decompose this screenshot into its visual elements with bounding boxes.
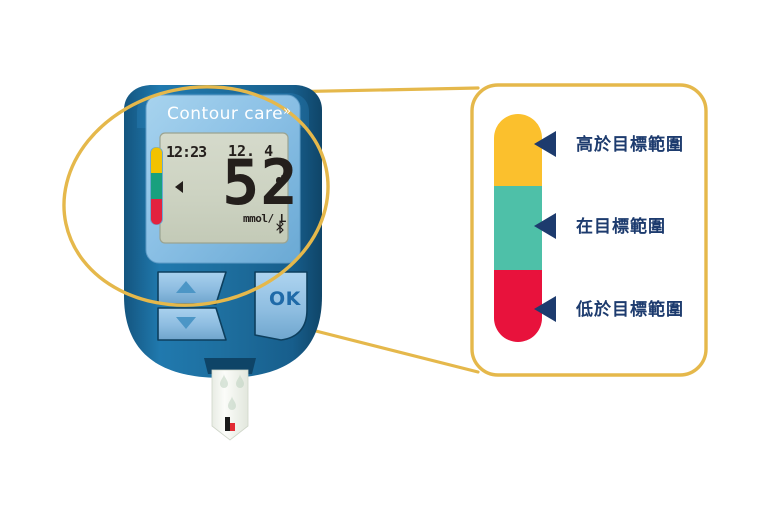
brand-mark: »: [283, 104, 292, 119]
up-arrow-icon: [176, 281, 196, 293]
meter-range-in: [151, 173, 162, 199]
meter-range-low: [151, 199, 162, 225]
label-in-target-range: 在目標範圍: [576, 217, 666, 237]
arrow-low-icon: [534, 296, 556, 322]
lcd-units: mmol/ L: [243, 212, 286, 225]
arrow-high-icon: [534, 131, 556, 157]
lcd-time: 12:23: [166, 143, 207, 161]
brand-name: Contour care: [167, 104, 284, 124]
down-arrow-button[interactable]: [157, 307, 227, 341]
meter-range-high: [151, 147, 162, 173]
up-arrow-button[interactable]: [157, 271, 227, 305]
lcd-reading-value: 52: [222, 146, 299, 219]
ok-button[interactable]: [254, 271, 308, 341]
callout-ellipse: [62, 85, 330, 307]
range-segment-high: [494, 114, 542, 186]
lcd-range-pointer: [175, 181, 183, 193]
meter-brand-logo: Contour care»: [167, 104, 292, 124]
apple-icon: [276, 175, 286, 186]
label-above-target-range: 高於目標範圍: [576, 135, 684, 155]
lcd-date: 12. 4: [228, 142, 274, 160]
bluetooth-icon: [276, 220, 284, 234]
range-segment-in: [494, 186, 542, 270]
label-below-target-range: 低於目標範圍: [576, 300, 684, 320]
callout-panel: [470, 83, 708, 377]
range-segment-low: [494, 270, 542, 342]
meter-range-bar: [150, 147, 163, 225]
down-arrow-icon: [176, 317, 196, 329]
range-bar: [494, 114, 542, 342]
arrow-in-icon: [534, 213, 556, 239]
test-strip: [211, 369, 249, 441]
ok-button-label[interactable]: OK: [269, 288, 301, 310]
